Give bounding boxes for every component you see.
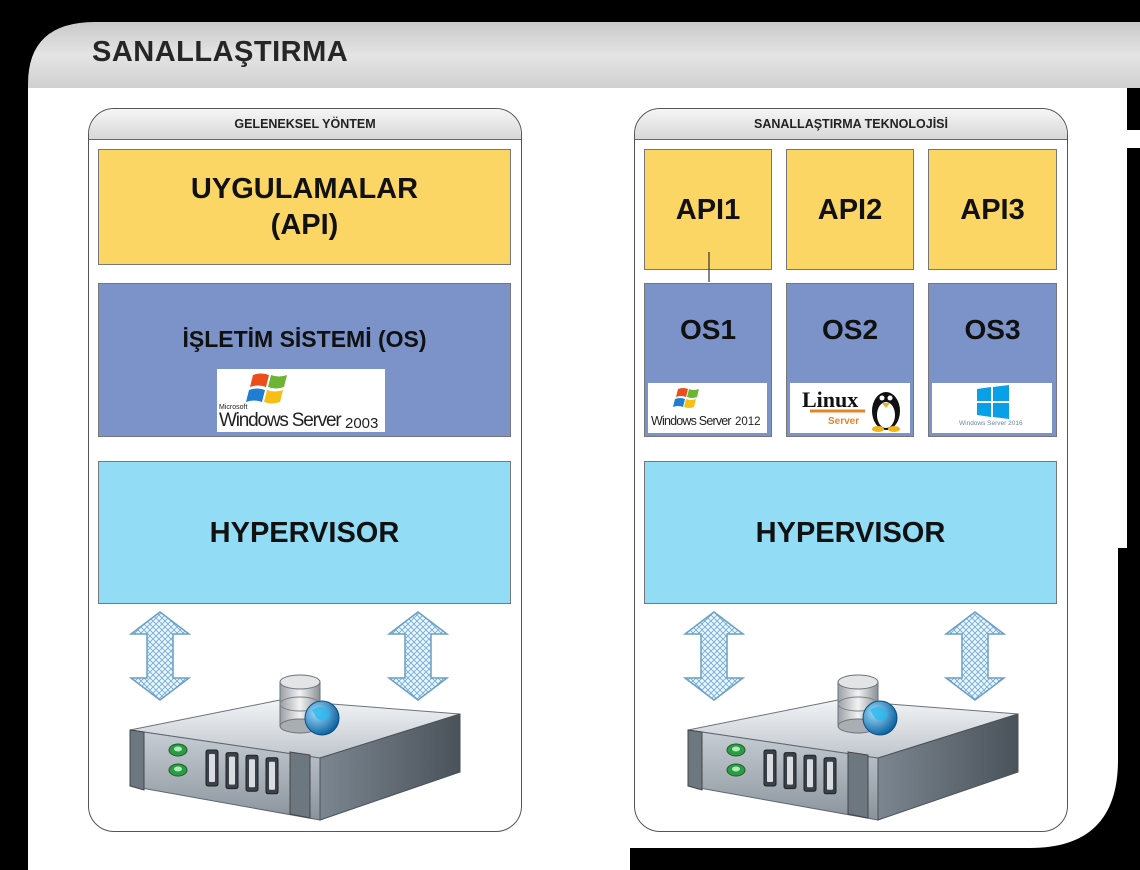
windows-server-2016-logo: Windows Server 2016 — [932, 383, 1052, 433]
server-icon — [129, 674, 461, 821]
server-icon — [687, 674, 1019, 821]
api2-label: API2 — [817, 193, 883, 226]
logo-product: Windows Server — [219, 410, 342, 431]
operating-system-label: İŞLETİM SİSTEMİ (OS) — [182, 326, 427, 352]
panel-header: GELENEKSEL YÖNTEM — [89, 109, 521, 140]
api1-box: API1 — [644, 149, 772, 270]
api1-label: API1 — [675, 193, 741, 226]
windows-flag-icon — [673, 388, 699, 408]
double-arrow-icon — [386, 611, 450, 701]
double-arrow-icon — [682, 611, 746, 701]
windows-server-2012-logo: Windows Server 2012 — [648, 383, 767, 433]
windows-server-2003-logo: Microsoft Windows Server 2003 — [217, 369, 385, 432]
api3-label: API3 — [960, 193, 1025, 226]
logo-version: 2012 — [735, 416, 761, 428]
applications-label: UYGULAMALAR — [190, 173, 419, 205]
double-arrow-icon — [128, 611, 192, 701]
hypervisor-label: HYPERVISOR — [209, 516, 400, 549]
api3-box: API3 — [928, 149, 1057, 270]
panel-header: SANALLAŞTIRMA TEKNOLOJİSİ — [635, 109, 1067, 140]
logo-sub: Server — [828, 416, 860, 427]
double-arrow-icon — [943, 611, 1007, 701]
logo-product: Windows Server 2016 — [959, 420, 1023, 427]
hypervisor-box: HYPERVISOR — [644, 461, 1057, 604]
page-title: SANALLAŞTIRMA — [92, 36, 349, 68]
logo-company: Microsoft — [219, 404, 248, 411]
logo-version: 2003 — [345, 415, 379, 432]
connector-line — [708, 252, 710, 282]
tux-penguin-icon — [810, 392, 900, 432]
logo-product: Windows Server — [651, 414, 732, 428]
os1-label: OS1 — [679, 314, 737, 345]
linux-server-logo: Linux Server — [790, 383, 910, 433]
hypervisor-box: HYPERVISOR — [98, 461, 511, 604]
title-bar — [28, 22, 1140, 88]
applications-sub-label: (API) — [270, 209, 339, 241]
applications-box: UYGULAMALAR (API) — [98, 149, 511, 265]
windows-flag-icon — [246, 373, 287, 404]
frame-notch — [1127, 130, 1140, 148]
hypervisor-label: HYPERVISOR — [755, 516, 946, 549]
windows-logo-icon — [977, 385, 1009, 419]
api2-box: API2 — [786, 149, 914, 270]
os2-label: OS2 — [821, 314, 879, 345]
os3-label: OS3 — [964, 314, 1021, 345]
logo-product: Linux — [802, 387, 859, 412]
